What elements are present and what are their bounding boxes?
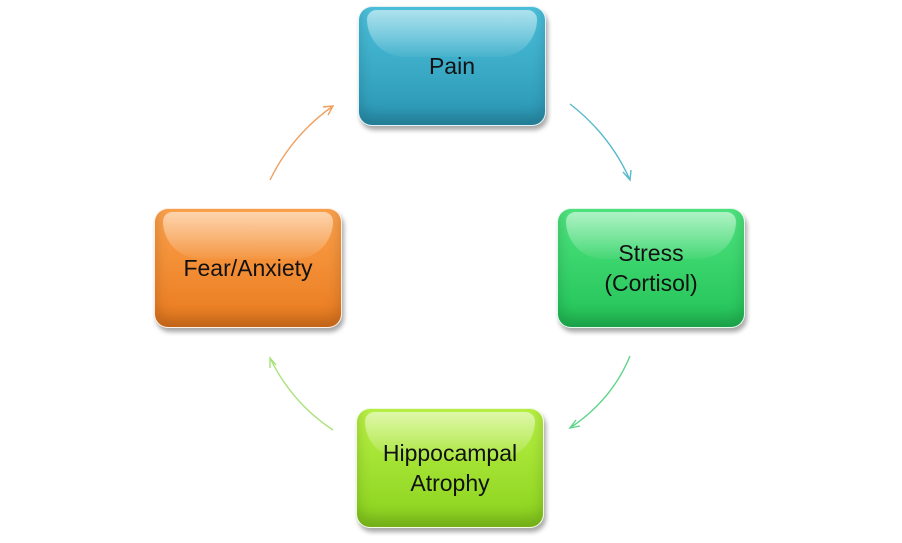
node-stress: Stress (Cortisol) [557,208,745,328]
node-pain: Pain [358,6,546,126]
arrowhead-pain-to-stress [622,169,632,182]
node-fear-anxiety-label: Fear/Anxiety [183,255,313,281]
arrowhead-fear-to-pain [322,105,335,116]
arrow-stress-to-hippocampal [569,355,631,429]
arrow-hippocampal-to-fear [269,357,334,431]
arrow-fear-to-pain [269,105,334,181]
arrowhead-stress-to-hippocampal [568,419,581,430]
arrowhead-hippocampal-to-fear [269,356,277,368]
node-hippocampal-atrophy-label: Hippocampal Atrophy [382,440,518,496]
node-pain-label: Pain [428,53,476,79]
node-fear-anxiety: Fear/Anxiety [154,208,342,328]
node-stress-label: Stress (Cortisol) [604,240,698,296]
node-hippocampal-atrophy: Hippocampal Atrophy [356,408,544,528]
arrow-pain-to-stress [569,103,631,181]
